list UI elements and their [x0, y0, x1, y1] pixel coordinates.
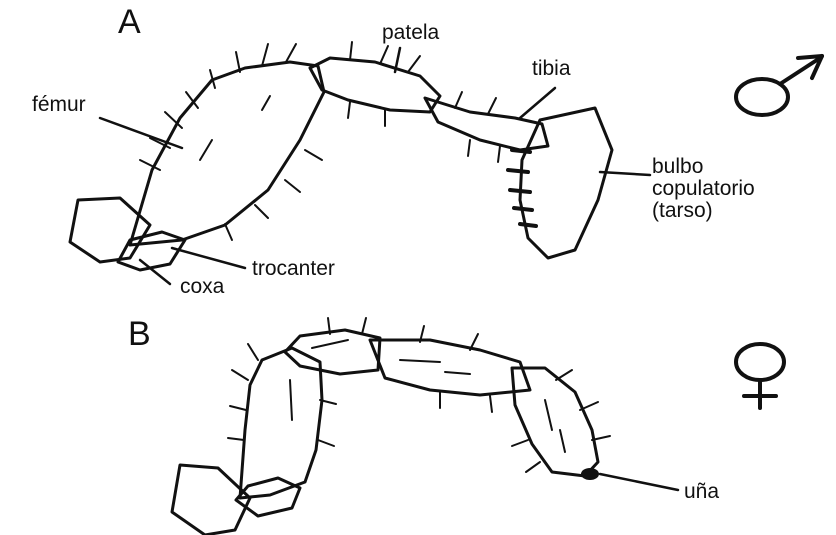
- male-symbol: [736, 56, 822, 115]
- trochanter-segment-a: [118, 232, 185, 270]
- label-trocanter: trocanter: [252, 258, 335, 280]
- leader-lines-a: [100, 48, 650, 284]
- panel-a-letter: A: [118, 4, 141, 40]
- label-femur: fémur: [32, 94, 86, 116]
- label-tibia: tibia: [532, 58, 571, 80]
- claw-b: [581, 468, 599, 480]
- label-bulbo-line3: (tarso): [652, 200, 755, 222]
- label-coxa: coxa: [180, 276, 224, 298]
- panel-b-letter: B: [128, 316, 151, 352]
- bulb-segment-a: [520, 108, 612, 258]
- label-patela: patela: [382, 22, 439, 44]
- tibia-segment-b: [370, 340, 530, 395]
- female-symbol: [736, 344, 784, 408]
- patella-segment-a: [310, 58, 440, 112]
- label-bulbo-copulatorio: bulbo copulatorio (tarso): [652, 156, 755, 222]
- pedipalp-female: [172, 318, 678, 535]
- femur-segment-a: [130, 62, 324, 245]
- label-bulbo-line1: bulbo: [652, 156, 755, 178]
- tarsus-segment-b: [512, 368, 598, 476]
- femur-segment-b: [240, 348, 322, 498]
- leader-line-una: [600, 474, 678, 490]
- label-una: uña: [684, 481, 719, 503]
- coxa-segment-a: [70, 198, 150, 262]
- label-bulbo-line2: copulatorio: [652, 178, 755, 200]
